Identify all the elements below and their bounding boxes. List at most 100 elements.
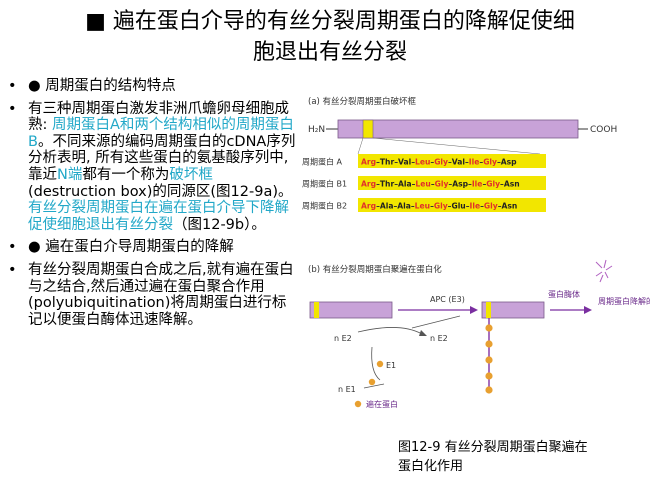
proteasome-label: 蛋白酶体 xyxy=(548,289,580,299)
zoom-line-right xyxy=(372,137,541,155)
residue-dash: – xyxy=(430,158,434,167)
e1-cycle-arrow xyxy=(371,346,381,381)
ubiquitin-bead xyxy=(368,378,376,386)
bullet-item-structure: • ● 周期蛋白的结构特点 xyxy=(8,78,296,95)
residue-dash: – xyxy=(497,158,501,167)
panel-b-title: (b) 有丝分裂周期蛋白聚遍在蛋白化 xyxy=(308,264,442,275)
amino-acid-residue: Thr xyxy=(380,158,395,167)
cyclin-bar xyxy=(337,119,579,139)
ne1-arrow xyxy=(363,383,385,389)
sequence-box xyxy=(358,198,546,212)
bullet-item-degradation: • ● 遍在蛋白介导周期蛋白的降解 xyxy=(8,239,296,256)
cyclin-row-label: 周期蛋白 A xyxy=(302,157,343,167)
amino-acid-residue: Asn xyxy=(502,202,518,211)
amino-acid-residue: Leu xyxy=(415,180,430,189)
n-terminus-label: H₂N xyxy=(308,125,325,135)
bullet-text: 有三种周期蛋白激发非洲爪蟾卵母细胞成熟: xyxy=(28,100,289,134)
ubiquitin-bead xyxy=(485,340,493,348)
bullet-item-cyclins: • 有三种周期蛋白激发非洲爪蟾卵母细胞成熟: 周期蛋白A和两个结构相似的周期蛋白… xyxy=(8,100,296,234)
ubiquitin-bead xyxy=(376,360,384,368)
e1-label: E1 xyxy=(386,361,396,370)
residue-dash: – xyxy=(498,202,502,211)
amino-acid-residue: Ala xyxy=(380,202,394,211)
bullet-dot: • xyxy=(8,239,17,256)
residue-dash: – xyxy=(393,202,397,211)
amino-acid-residue: Arg xyxy=(361,202,376,211)
amino-acid-residue: Asp xyxy=(501,158,517,167)
amino-acid-residue: Leu xyxy=(415,158,430,167)
amino-acid-residue: Gly xyxy=(483,158,497,167)
proteasome-arrowhead xyxy=(584,306,592,314)
amino-acid-residue: Gly xyxy=(434,202,448,211)
ubiquitin-bead xyxy=(485,324,493,332)
residue-dash: – xyxy=(448,180,452,189)
zoom-line-left xyxy=(357,137,364,155)
bullet-dot: • xyxy=(8,78,17,94)
figure-caption: 图12-9 有丝分裂周期蛋白聚遍在蛋白化作用 xyxy=(398,440,588,474)
sequence-box xyxy=(358,176,546,190)
amino-acid-residue: Gly xyxy=(435,180,449,189)
panel-a-title: (a) 有丝分裂周期蛋白破坏框 xyxy=(308,96,417,107)
ubiquitin-bead xyxy=(485,372,493,380)
bullet-text: 。不同来源的编码周期蛋白的cDNA序列分析表明, 所有这些蛋白的氨基酸序列中, … xyxy=(28,133,296,183)
destruction-box-left xyxy=(314,302,319,318)
ubiquitin-bead xyxy=(485,386,493,394)
e2-arrowhead xyxy=(419,330,427,336)
bullet-text: ● 周期蛋白的结构特点 xyxy=(28,78,176,94)
highlight-text: 有丝分裂周期蛋白在遍在蛋白介导下降解促使细胞退出有丝分裂 xyxy=(28,200,289,233)
amino-acid-residue: Ala xyxy=(398,180,412,189)
bullet-list: • ● 周期蛋白的结构特点 • 有三种周期蛋白激发非洲爪蟾卵母细胞成熟: 周期蛋… xyxy=(8,78,296,334)
bullet-text: ● 遍在蛋白介导周期蛋白的降解 xyxy=(28,239,234,256)
residue-dash: – xyxy=(482,180,486,189)
ne1-label: n E1 xyxy=(338,385,356,394)
bullet-text: (destruction box)的同源区(图12-9a)。 xyxy=(28,183,293,200)
residue-dash: – xyxy=(412,180,416,189)
ubiquitin-label: 遍在蛋白 xyxy=(366,399,398,409)
bullet-text: 有丝分裂周期蛋白合成之后,就有遍在蛋白与之结合,然后通过遍在蛋白聚合作用(pol… xyxy=(28,261,294,328)
bullet-text: 都有一个称为 xyxy=(82,166,170,183)
degraded-peptides-label: 周期蛋白降解的肽 xyxy=(598,296,650,306)
bullet-item-synthesis: • 有丝分裂周期蛋白合成之后,就有遍在蛋白与之结合,然后通过遍在蛋白聚合作用(p… xyxy=(8,261,296,328)
sequence-box xyxy=(358,154,546,168)
ne2-right-label: n E2 xyxy=(430,334,448,343)
ubiquitin-bead xyxy=(354,400,362,408)
amino-acid-residue: Ile xyxy=(472,180,483,189)
sequence-text: Arg–Ala–Ala–Leu–Gly–Glu–Ile–Gly–Asn xyxy=(361,202,517,211)
title-line-2: 胞退出有丝分裂 xyxy=(252,40,407,65)
residue-dash: – xyxy=(500,180,504,189)
residue-dash: – xyxy=(376,158,380,167)
bullet-text: （图12-9b）。 xyxy=(173,216,266,233)
destruction-box-right xyxy=(486,302,491,318)
slide-title: ■ 遍在蛋白介导的有丝分裂周期蛋白的降解促使细 胞退出有丝分裂 xyxy=(0,6,660,68)
residue-dash: – xyxy=(448,158,452,167)
apc-label: APC (E3) xyxy=(430,295,465,304)
highlight-text: 破坏框 xyxy=(169,166,213,183)
amino-acid-residue: Gly xyxy=(434,158,448,167)
amino-acid-residue: Thr xyxy=(380,180,395,189)
e2-transfer-arrow xyxy=(357,327,423,335)
cyclin-row-label: 周期蛋白 B1 xyxy=(302,179,347,189)
c-terminus-label: COOH xyxy=(590,125,617,135)
amino-acid-residue: Ala xyxy=(397,202,411,211)
amino-acid-residue: Ile xyxy=(469,158,480,167)
degraded-peptides-icon xyxy=(595,259,613,283)
residue-dash: – xyxy=(465,158,469,167)
e2-to-cyclin-line xyxy=(411,315,461,329)
residue-dash: – xyxy=(479,158,483,167)
residue-dash: – xyxy=(394,158,398,167)
amino-acid-residue: Asn xyxy=(504,180,520,189)
residue-dash: – xyxy=(376,180,380,189)
cyclin-row-label: 周期蛋白 B2 xyxy=(302,201,347,211)
cyclin-bar-right xyxy=(481,301,545,319)
residue-dash: – xyxy=(411,158,415,167)
ubiquitin-bead xyxy=(485,356,493,364)
amino-acid-residue: Arg xyxy=(361,158,376,167)
residue-dash: – xyxy=(480,202,484,211)
title-square-marker: ■ xyxy=(85,9,106,34)
degraded-label-text: 周期蛋白降解的肽 xyxy=(598,296,650,306)
residue-dash: – xyxy=(411,202,415,211)
destruction-box xyxy=(362,119,374,139)
amino-acid-residue: Val xyxy=(398,158,411,167)
